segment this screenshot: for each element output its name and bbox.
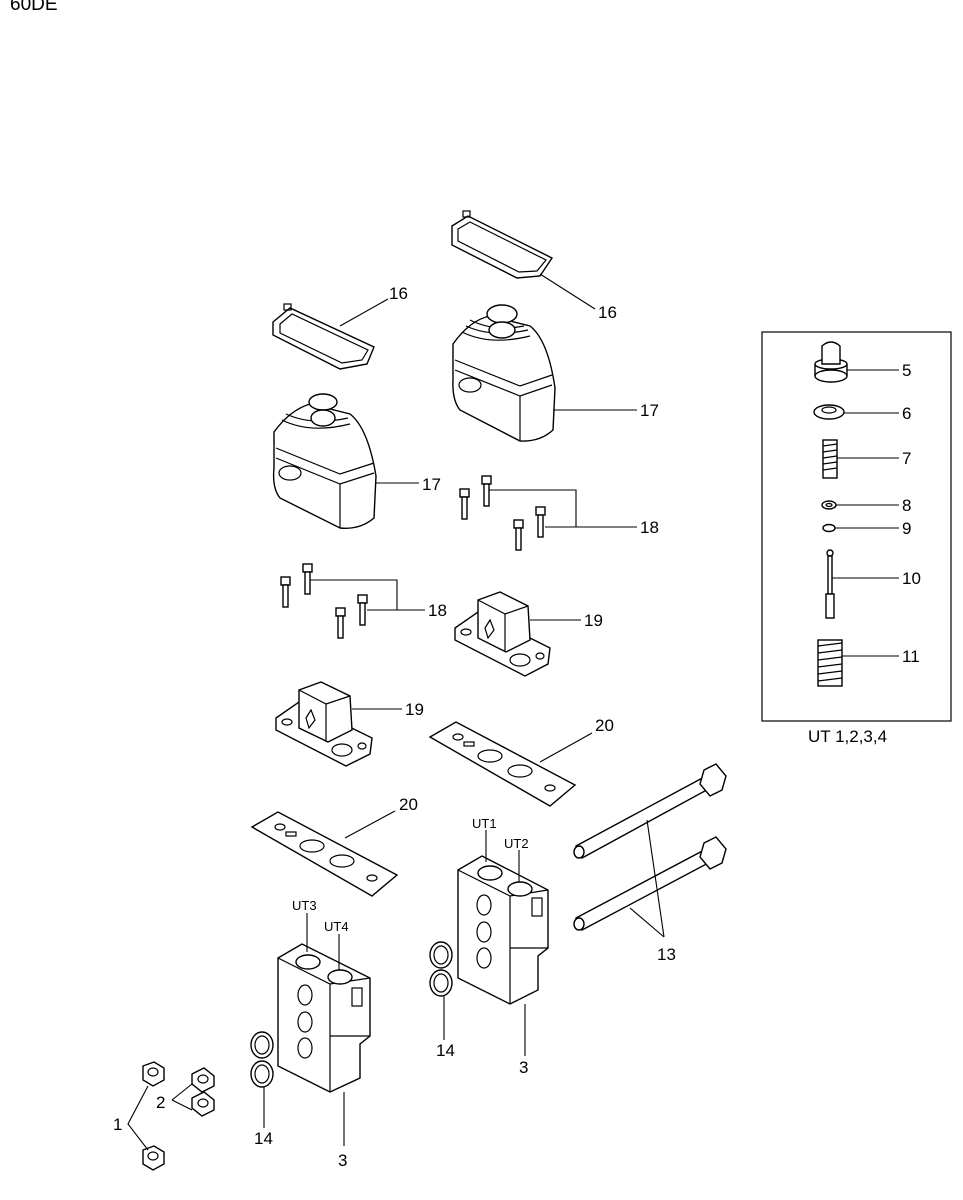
inset-ring-9 (822, 523, 836, 533)
valve-body-3-right (457, 855, 549, 1005)
o-rings-14-left (250, 1031, 274, 1088)
gasket-16-left (272, 303, 375, 370)
screws-18-right (459, 475, 546, 551)
callout-7: 7 (902, 449, 911, 468)
inset-cap-5 (814, 341, 848, 383)
screws-18-left (280, 563, 368, 639)
port-label-ut2: UT2 (504, 836, 529, 851)
plugs-2 (191, 1067, 215, 1117)
tie-rods-13 (573, 763, 727, 931)
callout-10: 10 (902, 569, 921, 588)
inset-spring-11 (817, 639, 843, 687)
model-title: 60DE (10, 0, 58, 15)
callout-18-left: 18 (428, 601, 447, 620)
callout-5: 5 (902, 361, 911, 380)
callout-16-right: 16 (598, 303, 617, 322)
plate-20-right (428, 721, 577, 807)
callout-19-left: 19 (405, 700, 424, 719)
callout-3-right: 3 (519, 1058, 528, 1077)
inset-frame (761, 331, 952, 722)
callout-14-left: 14 (254, 1129, 273, 1148)
callout-6: 6 (902, 404, 911, 423)
boot-17-left (272, 393, 377, 529)
inset-spring-7 (822, 439, 838, 479)
callout-8: 8 (902, 496, 911, 515)
callout-17-left: 17 (422, 475, 441, 494)
callout-19-right: 19 (584, 611, 603, 630)
bracket-19-left (275, 681, 373, 767)
callout-3-left: 3 (338, 1151, 347, 1170)
callout-1: 1 (113, 1115, 122, 1134)
inset-caption: UT 1,2,3,4 (808, 727, 887, 746)
boot-17-right (452, 304, 556, 442)
callout-20-right: 20 (595, 716, 614, 735)
inset-washer-6 (813, 404, 845, 420)
inset-plunger-10 (825, 549, 835, 619)
callout-2: 2 (156, 1093, 165, 1112)
port-label-ut3: UT3 (292, 898, 317, 913)
callout-20-left: 20 (399, 795, 418, 814)
gasket-16-right (451, 210, 554, 279)
inset-ring-8 (821, 500, 837, 510)
port-label-ut4: UT4 (324, 919, 349, 934)
o-rings-14-right (429, 941, 453, 997)
valve-body-3-left (277, 943, 371, 1093)
bracket-19-right (454, 591, 551, 677)
port-label-ut1: UT1 (472, 816, 497, 831)
callout-14-right: 14 (436, 1041, 455, 1060)
nuts-1 (142, 1061, 165, 1171)
callout-16-left: 16 (389, 284, 408, 303)
callout-13: 13 (657, 945, 676, 964)
callout-11: 11 (902, 647, 920, 666)
callout-17-right: 17 (640, 401, 659, 420)
callout-9: 9 (902, 519, 911, 538)
plate-20-left (250, 811, 399, 897)
callout-18-right: 18 (640, 518, 659, 537)
